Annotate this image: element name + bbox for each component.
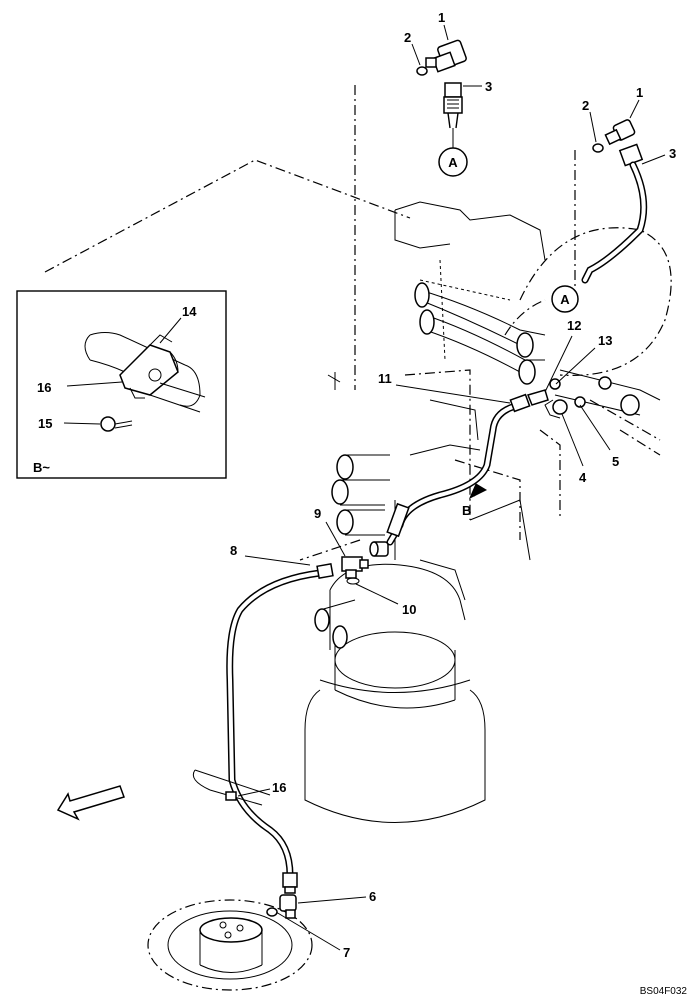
tee-fitting-9 — [341, 556, 369, 585]
callout-16-detail: 16 — [37, 380, 51, 395]
view-arrow-b: B — [462, 483, 488, 518]
callout-14: 14 — [182, 304, 197, 319]
callout-15: 15 — [38, 416, 52, 431]
o-ring-2-top — [416, 66, 428, 76]
callout-13: 13 — [598, 333, 612, 348]
connector-a-right: A — [551, 285, 579, 313]
callout-1-top: 1 — [438, 10, 445, 25]
hose-clamp-16-lower — [192, 769, 271, 806]
swing-motor-block — [394, 201, 546, 601]
o-ring-2-right — [592, 143, 604, 153]
svg-text:A: A — [560, 292, 570, 307]
hose-11 — [369, 389, 549, 557]
connector-a-top: A — [438, 128, 468, 177]
callout-6: 6 — [369, 889, 376, 904]
elbow-fitting-1-right — [604, 119, 636, 146]
svg-text:A: A — [448, 155, 458, 170]
detail-view-b: B~ — [16, 290, 227, 479]
hose-fitting-3-top — [443, 82, 463, 129]
hose-8 — [226, 563, 334, 894]
callout-9: 9 — [314, 506, 321, 521]
callout-2-right: 2 — [582, 98, 589, 113]
svg-text:B~: B~ — [33, 460, 50, 475]
machine-outline — [44, 85, 661, 561]
hose-3-right — [581, 143, 648, 284]
callout-1-right: 1 — [636, 85, 643, 100]
o-ring-7 — [266, 907, 278, 917]
callout-3-right: 3 — [669, 146, 676, 161]
right-manifold — [544, 369, 661, 419]
callout-5: 5 — [612, 454, 619, 469]
callout-11: 11 — [378, 371, 392, 386]
leader-lines — [63, 24, 666, 951]
callout-2-top: 2 — [404, 30, 411, 45]
callout-12: 12 — [567, 318, 581, 333]
pipe-stubs — [331, 454, 390, 536]
callout-10: 10 — [402, 602, 416, 617]
elbow-fitting-1-top — [425, 39, 467, 73]
callout-7: 7 — [343, 945, 350, 960]
callout-3-top: 3 — [485, 79, 492, 94]
callout-4: 4 — [579, 470, 587, 485]
pipe-bundle — [414, 282, 546, 385]
callout-8: 8 — [230, 543, 237, 558]
swing-motor — [304, 563, 486, 823]
callout-16-lower: 16 — [272, 780, 286, 795]
svg-text:B: B — [462, 503, 471, 518]
lower-swivel — [147, 899, 313, 991]
swivel-ring — [504, 227, 672, 376]
drawing-code: BS04F032 — [640, 986, 688, 997]
callout-labels: 1 2 3 1 2 3 12 13 11 4 5 8 9 10 14 16 15… — [37, 10, 676, 960]
elbow-fitting-6 — [279, 894, 297, 919]
reference-marker — [327, 372, 341, 390]
front-direction-arrow — [56, 785, 125, 821]
